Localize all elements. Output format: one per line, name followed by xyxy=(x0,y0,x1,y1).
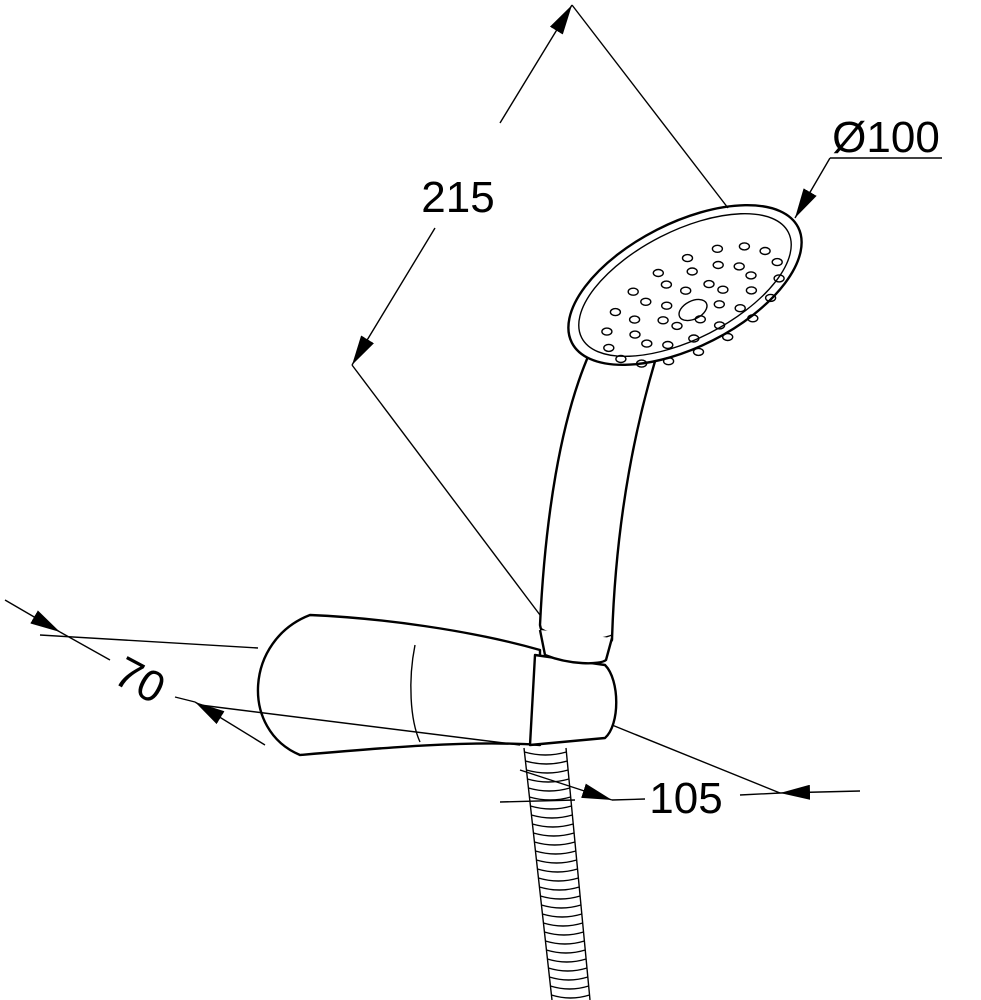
nozzle xyxy=(747,314,759,323)
nozzle xyxy=(771,257,783,267)
nozzle xyxy=(681,253,694,263)
nozzle xyxy=(671,321,683,331)
nozzle xyxy=(652,268,664,278)
nozzle xyxy=(628,315,641,324)
nozzle xyxy=(662,340,674,350)
nozzle xyxy=(694,315,706,324)
nozzle xyxy=(629,330,641,339)
shower-handle xyxy=(538,343,662,665)
nozzle xyxy=(703,279,715,289)
nozzle xyxy=(734,304,746,313)
dimension-label-diameter: Ø100 xyxy=(832,113,940,162)
dimension-label-70: 70 xyxy=(107,647,173,713)
nozzle xyxy=(713,300,725,309)
nozzle xyxy=(722,332,734,342)
dimension-diameter: Ø100 xyxy=(794,113,942,219)
nozzle xyxy=(640,297,652,306)
dimension-105: 105 xyxy=(499,724,861,823)
nozzle xyxy=(712,260,724,270)
nozzle xyxy=(692,347,705,357)
nozzle xyxy=(759,246,771,256)
nozzle xyxy=(615,354,627,364)
nozzle xyxy=(713,321,726,330)
nozzle xyxy=(603,343,615,353)
nozzle xyxy=(764,293,777,303)
nozzle xyxy=(661,301,673,310)
dimension-label-215: 215 xyxy=(421,173,494,222)
nozzle xyxy=(773,274,785,283)
spray-nozzles xyxy=(601,242,785,368)
nozzle xyxy=(660,280,673,289)
nozzle xyxy=(711,244,724,254)
nozzle xyxy=(601,327,613,336)
nozzle xyxy=(717,285,729,294)
nozzle xyxy=(686,267,698,276)
nozzle xyxy=(680,286,692,295)
nozzle xyxy=(662,357,675,366)
nozzle xyxy=(609,307,622,317)
nozzle xyxy=(657,316,669,325)
nozzle xyxy=(688,334,700,343)
nozzle xyxy=(627,287,639,296)
nozzle xyxy=(635,359,648,368)
nozzle xyxy=(745,286,758,295)
nozzle xyxy=(641,339,653,348)
nozzle xyxy=(738,242,751,251)
dimension-215: 215 xyxy=(351,4,729,616)
hose xyxy=(523,747,591,1000)
wall-holder xyxy=(256,613,618,757)
nozzle xyxy=(745,271,757,280)
nozzle xyxy=(733,262,745,271)
shower-head xyxy=(567,203,803,368)
dimension-label-105: 105 xyxy=(649,774,722,823)
